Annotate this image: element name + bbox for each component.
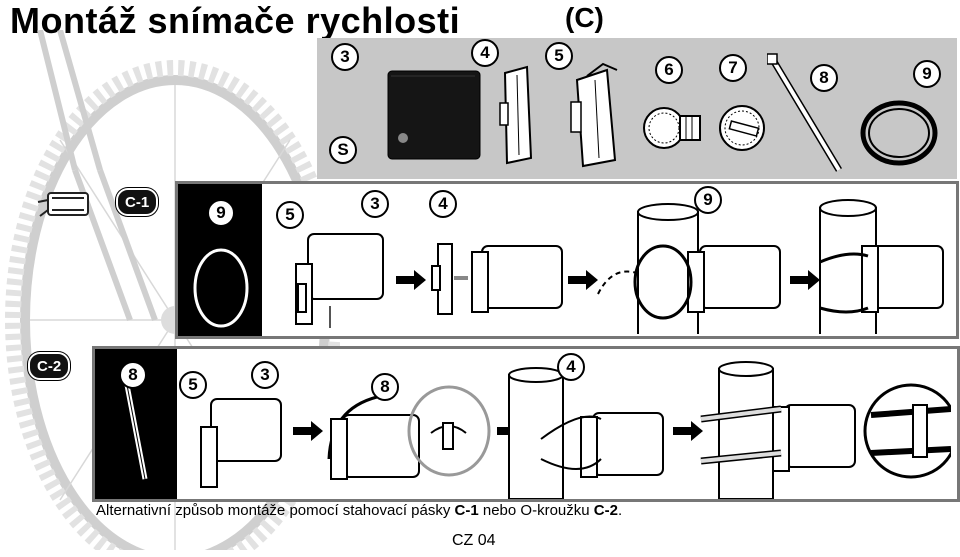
- caption-suffix: .: [617, 502, 623, 519]
- caption-ref-c2: C-2: [593, 502, 618, 519]
- c2-label-4: 4: [557, 353, 585, 381]
- part-label-5: 5: [545, 42, 573, 70]
- sensor-unit-image: [387, 70, 481, 160]
- c1-label-5: 5: [276, 201, 304, 229]
- c2-label-8-tie: 8: [119, 361, 147, 389]
- step-label-c2: C-2: [28, 352, 71, 380]
- c1-label-3: 3: [361, 190, 389, 218]
- c1-label-4: 4: [429, 190, 457, 218]
- page-title: Montáž snímače rychlosti: [10, 0, 461, 41]
- part-label-7: 7: [719, 54, 747, 82]
- part-label-8: 8: [810, 64, 838, 92]
- part-label-9: 9: [913, 60, 941, 88]
- section-label: (C): [565, 2, 604, 33]
- page-number: CZ 04: [452, 532, 496, 549]
- o-ring-image: [860, 100, 938, 166]
- c1-label-9-ring: 9: [207, 199, 235, 227]
- bracket-image: [499, 65, 533, 165]
- part-label-s: S: [329, 136, 357, 164]
- c2-label-5: 5: [179, 371, 207, 399]
- c2-label-3: 3: [251, 361, 279, 389]
- knurled-cap-image: [719, 105, 765, 151]
- cable-tie-callout: [95, 349, 177, 499]
- c1-assembly-sequence: [295, 199, 944, 334]
- c1-label-9-tube: 9: [694, 186, 722, 214]
- strap-bracket-image: [570, 62, 618, 168]
- parts-panel: 3 4 5 6 7 8 9 S: [317, 38, 957, 179]
- caption-middle: nebo O-kroužku: [478, 502, 594, 519]
- cable-tie-image: [767, 53, 843, 172]
- part-label-4: 4: [471, 39, 499, 67]
- caption: Alternativní způsob montáže pomocí staho…: [96, 502, 622, 519]
- caption-ref-c1: C-1: [454, 502, 479, 519]
- part-label-6: 6: [655, 56, 683, 84]
- caption-prefix: Alternativní způsob montáže pomocí staho…: [96, 502, 455, 519]
- step-c2-panel: 8 5 3 8 4: [92, 346, 960, 502]
- threaded-screw-image: [643, 107, 701, 149]
- step-label-c1: C-1: [116, 188, 159, 216]
- part-label-3: 3: [331, 43, 359, 71]
- step-c1-panel: 9 5 3 4 9: [175, 181, 959, 339]
- c2-label-8-band: 8: [371, 373, 399, 401]
- c2-assembly-sequence: [200, 361, 951, 499]
